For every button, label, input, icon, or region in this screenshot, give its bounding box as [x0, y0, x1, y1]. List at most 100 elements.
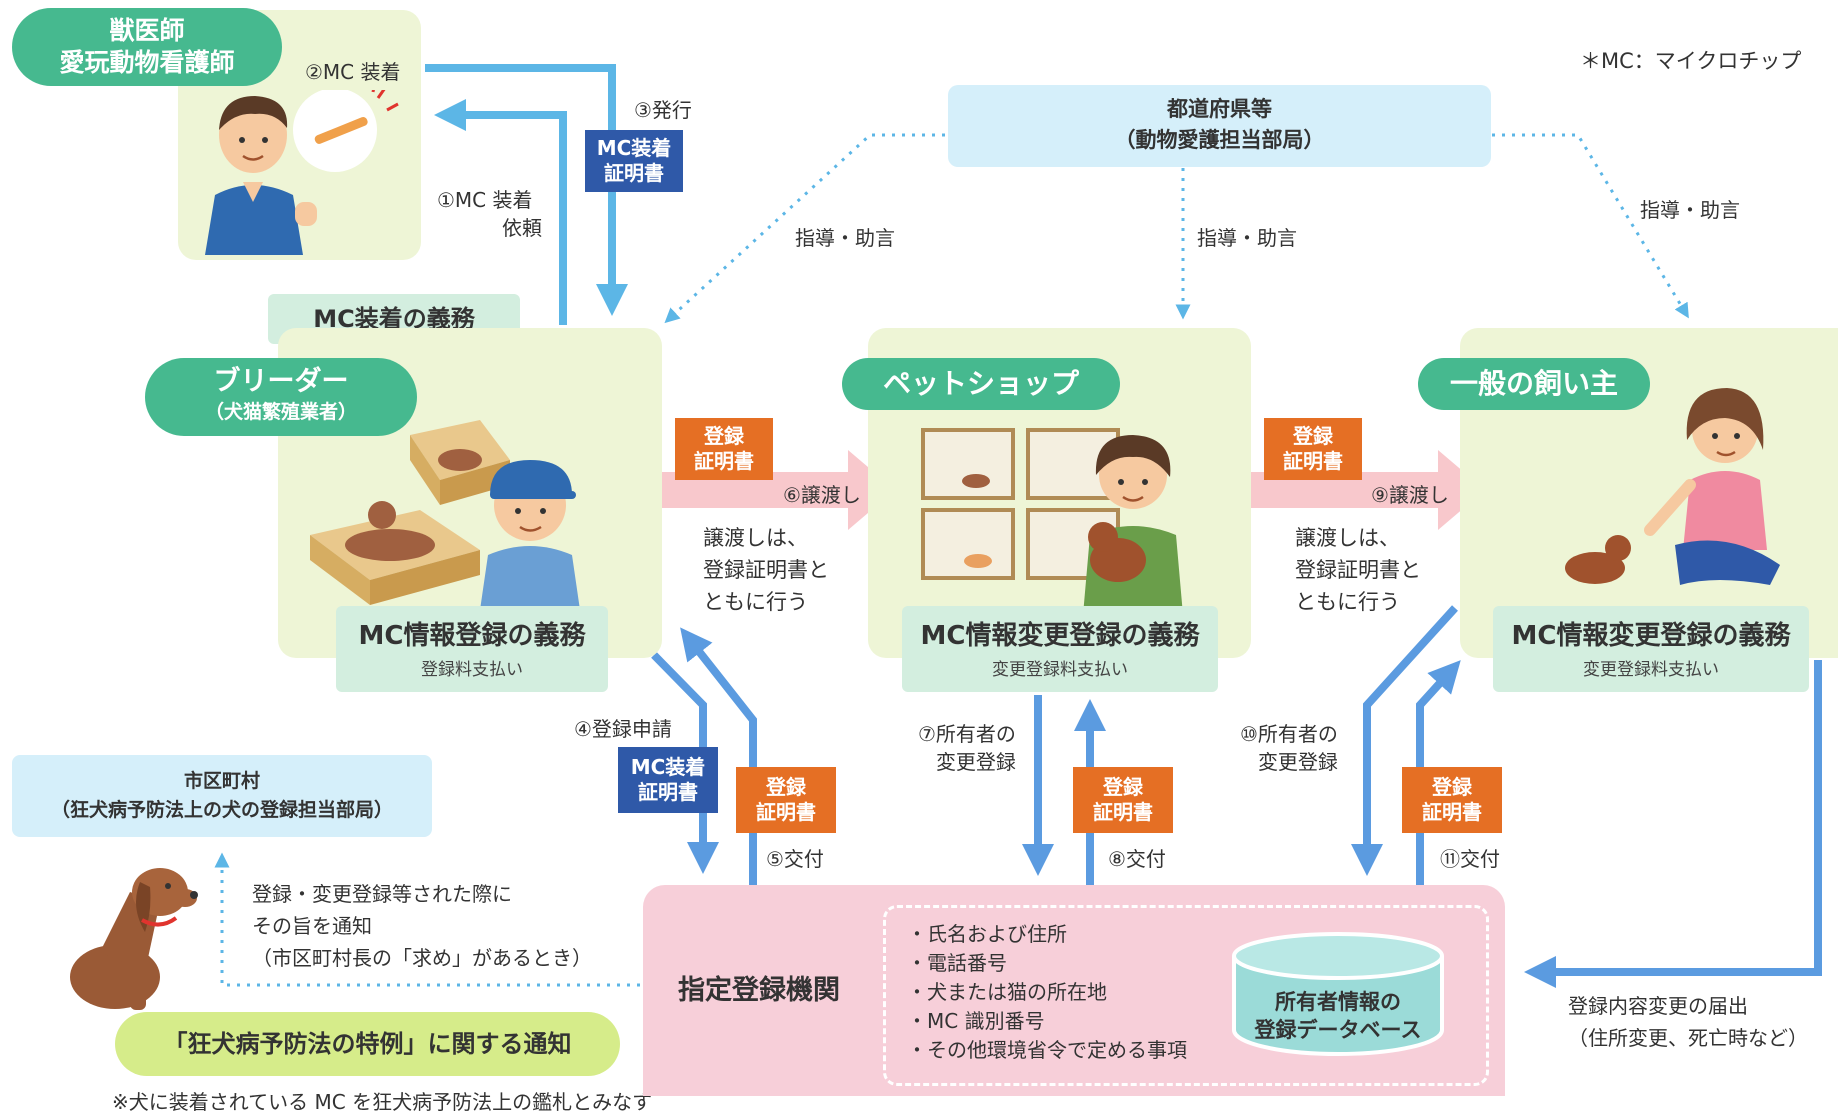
- registry-items: ・氏名および住所 ・電話番号 ・犬または猫の所在地 ・MC 識別番号 ・その他環…: [907, 920, 1187, 1065]
- reg-cert-badge-transfer-2: 登録 証明書: [1264, 418, 1362, 480]
- notify-text: 登録・変更登録等された際に その旨を通知 （市区町村長の「求め」があるとき）: [252, 878, 592, 974]
- transfer-note-2-l2: 登録証明書と: [1295, 558, 1421, 582]
- transfer-note-2-l1: 譲渡しは、: [1295, 526, 1400, 550]
- reg-cert-t2-line1: 登録: [1293, 424, 1333, 448]
- transfer-arrow-1: [645, 450, 895, 530]
- registry-title: 指定登録機関: [678, 975, 840, 1006]
- registry-items-frame: [883, 905, 1489, 1086]
- step2-label: ②MC 装着: [305, 60, 401, 84]
- owner-duty-a: MC情報: [1511, 621, 1609, 651]
- transfer-arrow-2: [1235, 450, 1485, 530]
- owner-label: 一般の飼い主: [1418, 358, 1650, 410]
- prefecture-line2: （動物愛護担当部局）: [1114, 128, 1325, 152]
- owner-duty-c: の義務: [1712, 621, 1791, 651]
- sitting-dog-illustration: [70, 868, 198, 1010]
- change-notice-l1: 登録内容変更の届出: [1568, 994, 1748, 1018]
- step11-label: ⑪交付: [1440, 847, 1500, 871]
- prefecture-box: 都道府県等 （動物愛護担当部局）: [948, 85, 1491, 167]
- owner-illustration: [1565, 388, 1780, 585]
- vet-label-line2: 愛玩動物看護師: [59, 48, 235, 77]
- prefecture-line1: 都道府県等: [1167, 97, 1272, 121]
- registry-item: ・氏名および住所: [907, 922, 1067, 946]
- step1-label-b: 依頼: [502, 216, 542, 240]
- mc-cert-badge-top: MC装着 証明書: [585, 130, 683, 192]
- reg-cert-8-line2: 証明書: [1093, 800, 1153, 824]
- reg-cert-badge-transfer-1: 登録 証明書: [675, 418, 773, 480]
- mc-cert-reg-line2: 証明書: [638, 780, 698, 804]
- step10-line1: ⑩所有者の: [1240, 722, 1338, 746]
- step6-label: ⑥譲渡し: [783, 483, 861, 507]
- notify-l3: （市区町村長の「求め」があるとき）: [252, 946, 592, 970]
- owner-fee: 変更登録料支払い: [1583, 660, 1719, 680]
- petshop-label: ペットショップ: [842, 358, 1120, 410]
- registry-item: ・犬または猫の所在地: [907, 980, 1107, 1004]
- transfer-note-1-l1: 譲渡しは、: [703, 526, 808, 550]
- breeder-label: ブリーダー （犬猫繁殖業者）: [145, 358, 417, 436]
- transfer-note-2-l3: ともに行う: [1295, 590, 1400, 614]
- breeder-duty-c: の義務: [507, 621, 586, 651]
- transfer-note-1-l3: ともに行う: [703, 590, 808, 614]
- database-label-1: 所有者情報の: [1275, 990, 1401, 1014]
- step5-label: ⑤交付: [766, 847, 824, 871]
- transfer-note-1: 譲渡しは、 登録証明書と ともに行う: [703, 522, 829, 618]
- municipality-line1: 市区町村: [183, 770, 260, 792]
- breeder-duty-a: MC情報: [358, 621, 456, 651]
- breeder-title: ブリーダー: [213, 366, 349, 397]
- petshop-title: ペットショップ: [882, 367, 1079, 400]
- mc-cert-top-line1: MC装着: [596, 136, 672, 160]
- reg-cert-11-line2: 証明書: [1422, 800, 1482, 824]
- step10-line2: 変更登録: [1257, 750, 1338, 774]
- reg-cert-11-line1: 登録: [1432, 775, 1472, 799]
- special-provision-badge: 「狂犬病予防法の特例」に関する通知: [115, 1012, 620, 1076]
- arrow-mc-request: [434, 99, 567, 325]
- breeder-reg-duty: MC情報登録の義務 登録料支払い: [336, 606, 608, 692]
- step8-label: ⑧交付: [1108, 847, 1166, 871]
- petshop-fee: 変更登録料支払い: [992, 660, 1128, 680]
- notify-line: [214, 852, 640, 987]
- notify-l1: 登録・変更登録等された際に: [252, 882, 512, 906]
- vet-label: 獣医師 愛玩動物看護師: [12, 8, 282, 86]
- transfer-note-2: 譲渡しは、 登録証明書と ともに行う: [1295, 522, 1421, 618]
- step1-label-a: ①MC 装着: [437, 188, 533, 212]
- step10-label: ⑩所有者の 変更登録: [1240, 720, 1338, 776]
- special-provision-text: 「狂犬病予防法の特例」に関する通知: [163, 1030, 572, 1058]
- arrow-change-notice: [1524, 660, 1822, 988]
- petshop-duty-a: MC情報: [920, 621, 1018, 651]
- breeder-duty-b: 登録: [455, 621, 508, 651]
- vet-label-line1: 獣医師: [109, 16, 185, 45]
- breeder-subtitle: （犬猫繁殖業者）: [204, 401, 357, 423]
- mc-footnote: ＊MC：マイクロチップ: [1580, 49, 1802, 73]
- registry-item: ・電話番号: [907, 951, 1007, 975]
- registry-item: ・その他環境省令で定める事項: [907, 1038, 1187, 1062]
- step3-label: ③発行: [634, 98, 692, 122]
- municipality-box: 市区町村 （狂犬病予防法上の犬の登録担当部局）: [12, 755, 432, 837]
- reg-cert-badge-issue-11: 登録 証明書: [1402, 767, 1502, 833]
- owner-duty-b: 変更登録: [1608, 621, 1713, 651]
- reg-cert-t1-line1: 登録: [704, 424, 744, 448]
- reg-cert-8-line1: 登録: [1103, 775, 1143, 799]
- notify-l2: その旨を通知: [252, 914, 372, 938]
- vet-illustration: [205, 90, 399, 255]
- petshop-duty: MC情報変更登録の義務 変更登録料支払い: [902, 606, 1218, 692]
- breeder-fee: 登録料支払い: [421, 660, 523, 680]
- mc-cert-reg-line1: MC装着: [630, 755, 706, 779]
- owner-title: 一般の飼い主: [1449, 367, 1618, 400]
- reg-cert-badge-issue-8: 登録 証明書: [1073, 767, 1173, 833]
- database-label-2: 登録データベース: [1254, 1018, 1422, 1042]
- database-label: 所有者情報の 登録データベース: [1230, 988, 1446, 1044]
- database-icon: [1232, 932, 1444, 1056]
- change-notice: 登録内容変更の届出 （住所変更、死亡時など）: [1568, 990, 1808, 1054]
- special-note: ※犬に装着されている MC を狂犬病予防法上の鑑札とみなす: [112, 1090, 653, 1114]
- reg-cert-t2-line2: 証明書: [1283, 449, 1343, 473]
- arrow-owner-change: [1351, 605, 1458, 876]
- reg-cert-badge-issue-5: 登録 証明書: [736, 767, 836, 833]
- guidance-label-center: 指導・助言: [1197, 226, 1297, 250]
- step4-label: ④登録申請: [574, 717, 672, 741]
- guidance-line-right: [1492, 133, 1689, 319]
- reg-cert-5-line2: 証明書: [756, 800, 816, 824]
- mc-cert-top-line2: 証明書: [604, 161, 664, 185]
- registry-item: ・MC 識別番号: [907, 1009, 1045, 1033]
- transfer-note-1-l2: 登録証明書と: [703, 558, 829, 582]
- petshop-duty-b: 変更登録: [1017, 621, 1122, 651]
- petshop-illustration: [921, 428, 1183, 615]
